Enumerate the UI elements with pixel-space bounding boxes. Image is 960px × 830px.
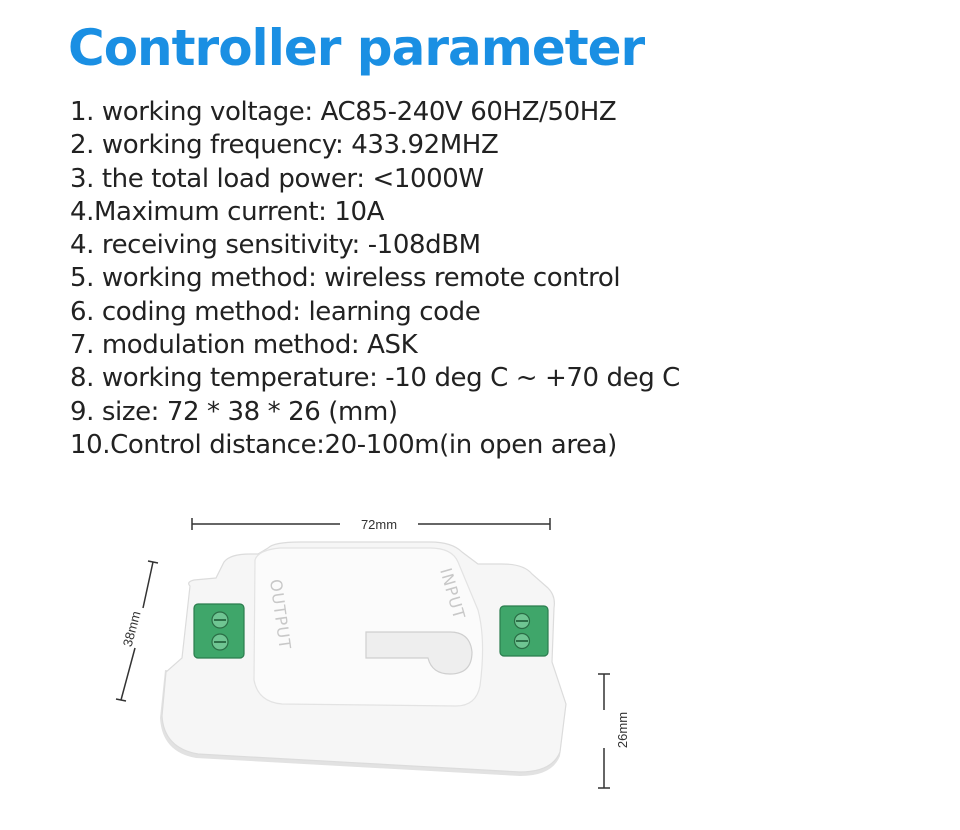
right-terminal-block: [499, 605, 549, 657]
spec-item-load-power: 3. the total load power: <1000W: [70, 163, 484, 194]
spec-item-temperature: 8. working temperature: -10 deg C ~ +70 …: [70, 363, 680, 394]
spec-item-coding-method: 6. coding method: learning code: [70, 296, 481, 327]
device-figure: 72mm 38mm 26mm OUTPUT INP: [0, 490, 960, 830]
spec-item-voltage: 1. working voltage: AC85-240V 60HZ/50HZ: [70, 97, 617, 127]
spec-item-max-current: 4.Maximum current: 10A: [70, 196, 385, 227]
height-dimension: [598, 673, 610, 789]
spec-item-working-method: 5. working method: wireless remote contr…: [70, 263, 621, 294]
spec-item-size: 9. size: 72 * 38 * 26 (mm): [70, 396, 398, 427]
device-body: OUTPUT INPUT: [160, 541, 567, 776]
spec-item-modulation: 7. modulation method: ASK: [70, 330, 418, 361]
spec-item-frequency: 2. working frequency: 433.92MHZ: [70, 130, 499, 161]
depth-dimension: [115, 560, 159, 702]
spec-list: 1. working voltage: AC85-240V 60HZ/50HZ …: [70, 96, 680, 462]
height-dimension-label: 26mm: [615, 712, 630, 748]
left-terminal-block: [193, 603, 245, 659]
spec-item-distance: 10.Control distance:20-100m(in open area…: [70, 429, 617, 460]
device-illustration: 72mm 38mm 26mm OUTPUT INP: [115, 517, 630, 789]
width-dimension: [191, 518, 551, 530]
page-title: Controller parameter: [68, 19, 645, 77]
depth-dimension-label: 38mm: [120, 609, 144, 648]
spec-item-sensitivity: 4. receiving sensitivity: -108dBM: [70, 230, 481, 261]
width-dimension-label: 72mm: [361, 517, 397, 532]
